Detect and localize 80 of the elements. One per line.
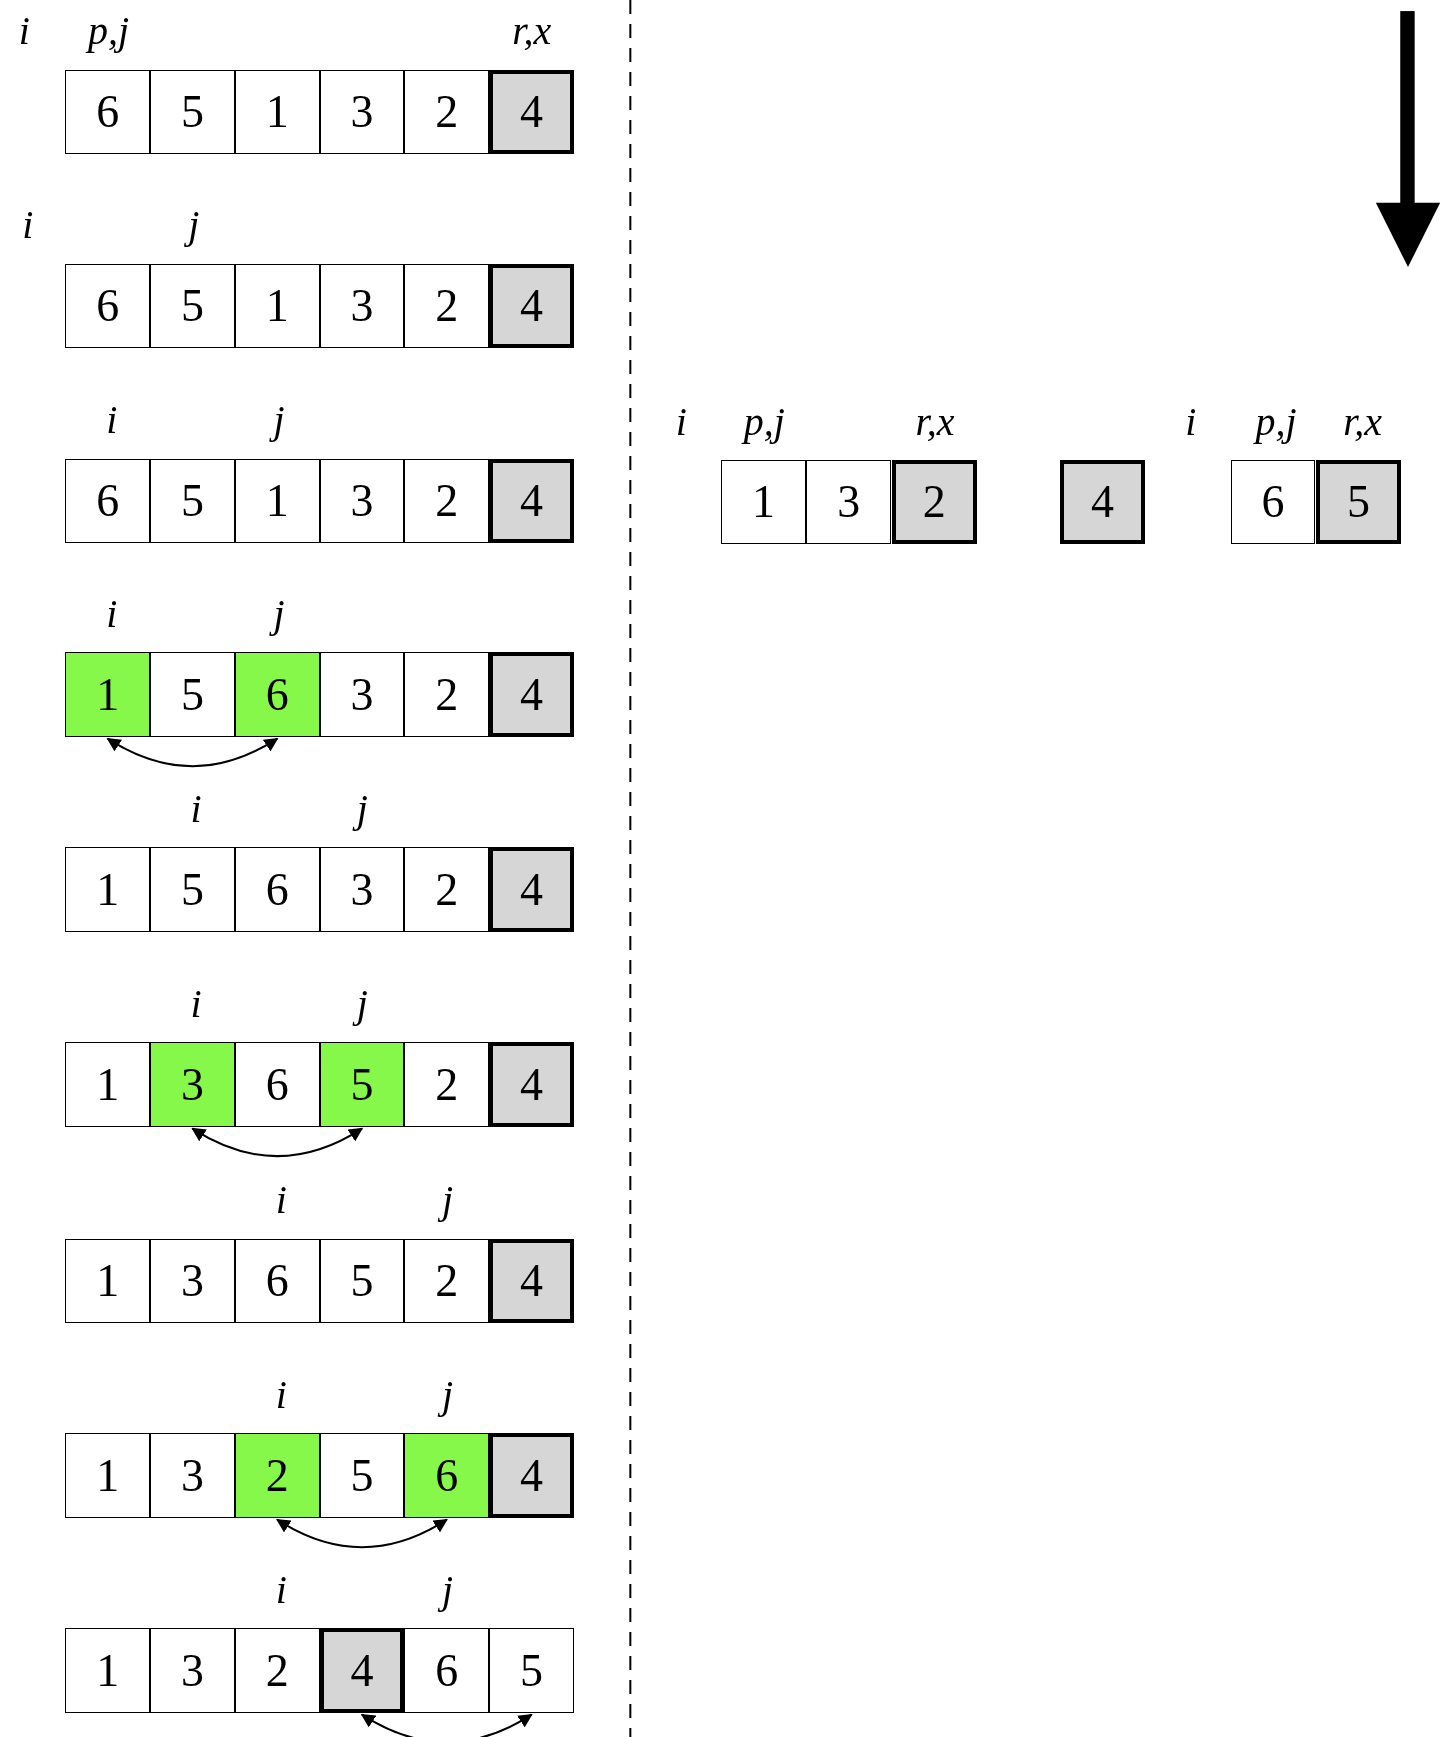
pointer-label: p,j [743,402,785,443]
swapped-cell: 6 [404,1433,490,1518]
array-cell: 1 [234,263,320,348]
pivot-cell: 4 [489,847,574,932]
array-cell: 6 [404,1628,490,1713]
array-cell: 5 [150,458,235,543]
array-cell: 1 [234,69,320,154]
array-cell: 5 [150,652,235,737]
array-cell: 2 [404,1042,490,1127]
pointer-label: i [675,402,687,443]
pivot-cell: 2 [891,459,977,544]
array-cell: 6 [234,847,320,932]
array-cell: 1 [721,459,806,544]
array-cell: 1 [65,1238,151,1323]
pointer-label: r,x [1343,402,1382,443]
array-cell: 3 [150,1628,235,1713]
swapped-cell: 6 [234,652,320,737]
array-cell: 3 [319,263,405,348]
array-cell: 3 [806,459,892,544]
swap-arrow [276,1518,448,1549]
array-cell: 6 [234,1238,320,1323]
array-cell: 2 [404,1238,490,1323]
pivot-cell: 4 [319,1628,405,1713]
array-cell: 5 [489,1628,574,1713]
array-cell: 3 [319,69,405,154]
array-cell: 5 [150,263,235,348]
pivot-cell: 4 [489,652,574,737]
pivot-cell: 4 [489,1433,574,1518]
pointer-label: i [190,788,202,829]
array-cell: 2 [404,458,490,543]
array-cell: 3 [150,1238,235,1323]
array-cell: 5 [319,1433,405,1518]
swap-arrow [106,737,279,768]
swapped-cell: 3 [150,1042,235,1127]
pointer-label: i [275,1374,287,1415]
swapped-cell: 1 [65,652,151,737]
pointer-label: p,j [1255,402,1297,443]
array-cell: 6 [234,1042,320,1127]
pointer-label: i [22,204,34,245]
array-cell: 5 [319,1238,405,1323]
pointer-label: i [106,399,118,440]
pivot-cell: 4 [489,1238,574,1323]
array-cell: 2 [234,1628,320,1713]
array-cell: 1 [65,1433,151,1518]
array-cell: 2 [404,652,490,737]
array-cell: 2 [404,847,490,932]
array-cell: 1 [234,458,320,543]
pivot-cell: 4 [489,1042,574,1127]
array-cell: 6 [65,263,151,348]
array-cell: 5 [150,69,235,154]
pointer-label: i [190,983,202,1024]
pivot-cell: 4 [1060,459,1145,544]
swap-arrow [360,1713,533,1737]
array-cell: 3 [319,652,405,737]
pivot-cell: 4 [489,69,574,154]
array-cell: 1 [65,1042,151,1127]
pivot-cell: 4 [489,458,574,543]
array-cell: 6 [65,69,151,154]
array-cell: 3 [150,1433,235,1518]
pivot-cell: 5 [1316,459,1401,544]
pointer-label: i [275,1569,287,1610]
array-cell: 2 [404,263,490,348]
pointer-label: i [1185,402,1197,443]
array-cell: 3 [319,458,405,543]
pivot-cell: 4 [489,263,574,348]
pointer-label: i [18,11,30,52]
array-cell: 5 [150,847,235,932]
array-cell: 1 [65,847,151,932]
array-cell: 6 [1230,459,1316,544]
swapped-cell: 2 [234,1433,320,1518]
pointer-label: i [106,593,118,634]
pointer-label: i [275,1179,287,1220]
array-cell: 1 [65,1628,151,1713]
pointer-label: r,x [512,11,552,52]
swap-arrow [191,1127,364,1158]
array-cell: 2 [404,69,490,154]
swapped-cell: 5 [319,1042,405,1127]
array-cell: 6 [65,458,151,543]
array-cell: 3 [319,847,405,932]
pointer-label: r,x [915,402,955,443]
